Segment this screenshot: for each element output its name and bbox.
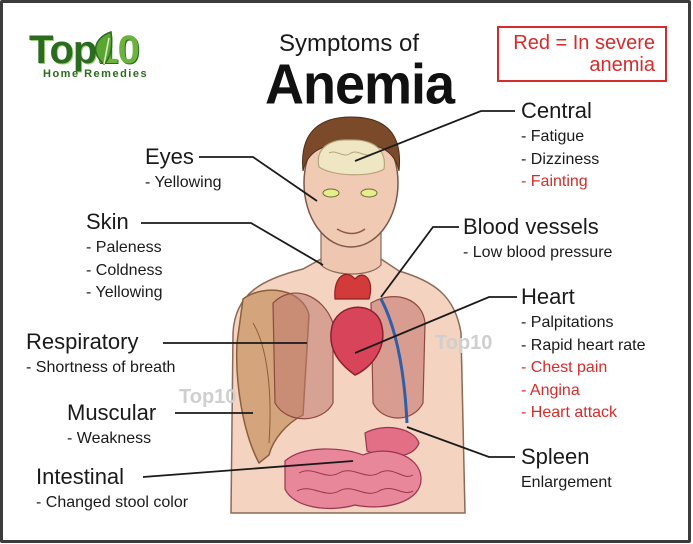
intestinal-symptoms: - Changed stool color	[36, 492, 188, 515]
central-heading: Central	[521, 99, 599, 123]
eyes-symptoms: - Yellowing	[145, 172, 222, 195]
central-symptom-3: - Fainting	[521, 171, 599, 194]
heart-leader	[355, 297, 517, 353]
respiratory-symptom-1: - Shortness of breath	[26, 357, 175, 380]
central-symptoms: - Fatigue - Dizziness - Fainting	[521, 126, 599, 194]
heart-symptom-2: - Rapid heart rate	[521, 335, 646, 358]
muscular-heading: Muscular	[67, 401, 156, 425]
group-skin: Skin - Paleness - Coldness - Yellowing	[86, 210, 163, 305]
heart-symptoms: - Palpitations - Rapid heart rate - Ches…	[521, 312, 646, 425]
central-leader	[355, 111, 515, 161]
spleen-heading: Spleen	[521, 445, 612, 469]
heart-symptom-4: - Angina	[521, 380, 646, 403]
blood-vessels-symptom-1: - Low blood pressure	[463, 242, 612, 265]
group-muscular: Muscular - Weakness	[67, 401, 156, 451]
respiratory-symptoms: - Shortness of breath	[26, 357, 175, 380]
group-intestinal: Intestinal - Changed stool color	[36, 465, 188, 515]
group-eyes: Eyes - Yellowing	[145, 145, 222, 195]
heart-heading: Heart	[521, 285, 646, 309]
heart-symptom-3: - Chest pain	[521, 357, 646, 380]
heart-symptom-1: - Palpitations	[521, 312, 646, 335]
central-symptom-2: - Dizziness	[521, 149, 599, 172]
muscular-symptoms: - Weakness	[67, 428, 156, 451]
blood-vessels-symptoms: - Low blood pressure	[463, 242, 612, 265]
eyes-heading: Eyes	[145, 145, 222, 169]
skin-leader	[141, 223, 323, 265]
spleen-leader	[407, 427, 515, 457]
intestinal-heading: Intestinal	[36, 465, 188, 489]
skin-heading: Skin	[86, 210, 163, 234]
spleen-symptoms: Enlargement	[521, 472, 612, 495]
skin-symptoms: - Paleness - Coldness - Yellowing	[86, 237, 163, 305]
group-respiratory: Respiratory - Shortness of breath	[26, 330, 175, 380]
central-symptom-1: - Fatigue	[521, 126, 599, 149]
intestinal-symptom-1: - Changed stool color	[36, 492, 188, 515]
heart-symptom-5: - Heart attack	[521, 402, 646, 425]
group-spleen: Spleen Enlargement	[521, 445, 612, 495]
skin-symptom-3: - Yellowing	[86, 282, 163, 305]
eyes-symptom-1: - Yellowing	[145, 172, 222, 195]
group-blood-vessels: Blood vessels - Low blood pressure	[463, 215, 612, 265]
group-central: Central - Fatigue - Dizziness - Fainting	[521, 99, 599, 194]
muscular-symptom-1: - Weakness	[67, 428, 156, 451]
blood-vessels-leader	[381, 227, 459, 297]
respiratory-heading: Respiratory	[26, 330, 175, 354]
skin-symptom-1: - Paleness	[86, 237, 163, 260]
group-heart: Heart - Palpitations - Rapid heart rate …	[521, 285, 646, 425]
spleen-symptom-1: Enlargement	[521, 472, 612, 495]
blood-vessels-heading: Blood vessels	[463, 215, 612, 239]
skin-symptom-2: - Coldness	[86, 260, 163, 283]
